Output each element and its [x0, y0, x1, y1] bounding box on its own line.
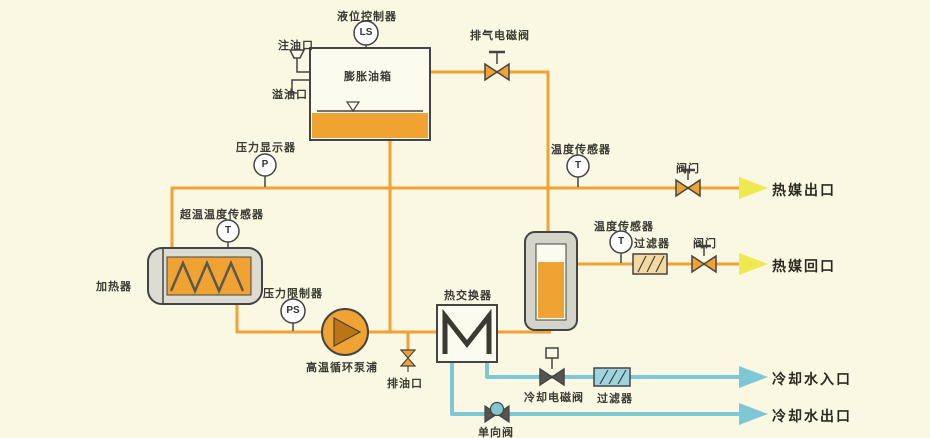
heat-exchanger-icon — [436, 304, 498, 363]
circulation-pump-icon — [321, 308, 369, 356]
oil-fill-port-symbol — [288, 49, 310, 73]
heater-label: 加热器 — [96, 281, 132, 293]
filter-hot-label: 过滤器 — [634, 238, 670, 250]
pump-label: 高温循环泵浦 — [306, 362, 378, 374]
valve-outlet-icon — [675, 168, 701, 198]
cooling-water-outlet-label: 冷却水出口 — [772, 408, 852, 424]
hot-medium-return-label: 热媒回口 — [772, 258, 836, 274]
pressure-switch-tag: PS — [286, 305, 300, 316]
pressure-indicator-tag: P — [261, 159, 269, 170]
oil-fill-port-label: 注油口 — [278, 40, 314, 52]
pressure-display-label: 压力显示器 — [236, 142, 296, 154]
exhaust-solenoid-label: 排气电磁阀 — [470, 30, 530, 42]
temp-overheat-tag: T — [224, 225, 232, 236]
hot-medium-pipes — [170, 70, 739, 352]
valve-outlet-label: 阀门 — [676, 163, 700, 175]
cooling-inlet-arrow — [739, 366, 768, 388]
cooling-solenoid-label: 冷却电磁阀 — [524, 392, 584, 404]
temp-outlet-tag: T — [574, 160, 582, 171]
oil-drain-port-label: 排油口 — [387, 378, 423, 390]
heater-vessel — [147, 247, 263, 305]
temp-return-tag: T — [617, 236, 625, 247]
valve-return-icon — [691, 244, 717, 274]
level-controller-label: 液位控制器 — [337, 11, 397, 23]
check-valve-icon — [484, 401, 510, 424]
cooling-outlet-arrow — [739, 403, 768, 425]
exhaust-solenoid-valve-icon — [484, 50, 510, 82]
hot-return-arrow — [739, 253, 768, 275]
oil-drain-valve-icon — [399, 349, 417, 372]
pressure-limiter-label: 压力限制器 — [263, 288, 323, 300]
level-switch-tag: LS — [359, 27, 373, 38]
filter-cool-label: 过滤器 — [597, 393, 633, 405]
level-switch-icon — [353, 20, 379, 48]
check-valve-label: 单向阀 — [478, 427, 514, 438]
pressure-switch-icon — [280, 298, 306, 331]
cooling-water-pipes — [450, 360, 739, 416]
filter-cool-icon — [593, 367, 631, 387]
expansion-tank-label: 膨胀油箱 — [344, 71, 392, 83]
filter-hot-icon — [632, 253, 668, 275]
temp-sensor-return-label: 温度传感器 — [594, 221, 654, 233]
hot-medium-outlet-label: 热媒出口 — [772, 182, 836, 198]
overtemp-sensor-icon — [216, 219, 240, 249]
temp-sensor-outlet-icon — [566, 154, 590, 187]
buffer-vessel — [524, 231, 578, 331]
pressure-indicator-icon — [253, 153, 277, 187]
oil-overflow-port-symbol — [287, 79, 310, 94]
heat-exchanger-label: 热交换器 — [444, 290, 492, 302]
temp-sensor-return-icon — [609, 230, 633, 263]
expansion-tank-vessel — [309, 47, 431, 141]
cooling-water-inlet-label: 冷却水入口 — [772, 371, 852, 387]
oil-overflow-port-label: 溢油口 — [272, 89, 308, 101]
cooling-solenoid-valve-icon — [539, 347, 565, 387]
valve-return-label: 阀门 — [693, 238, 717, 250]
overtemp-sensor-label: 超温温度传感器 — [180, 209, 264, 221]
hot-outlet-arrow — [739, 177, 768, 199]
temp-sensor-outlet-label: 温度传感器 — [551, 144, 611, 156]
